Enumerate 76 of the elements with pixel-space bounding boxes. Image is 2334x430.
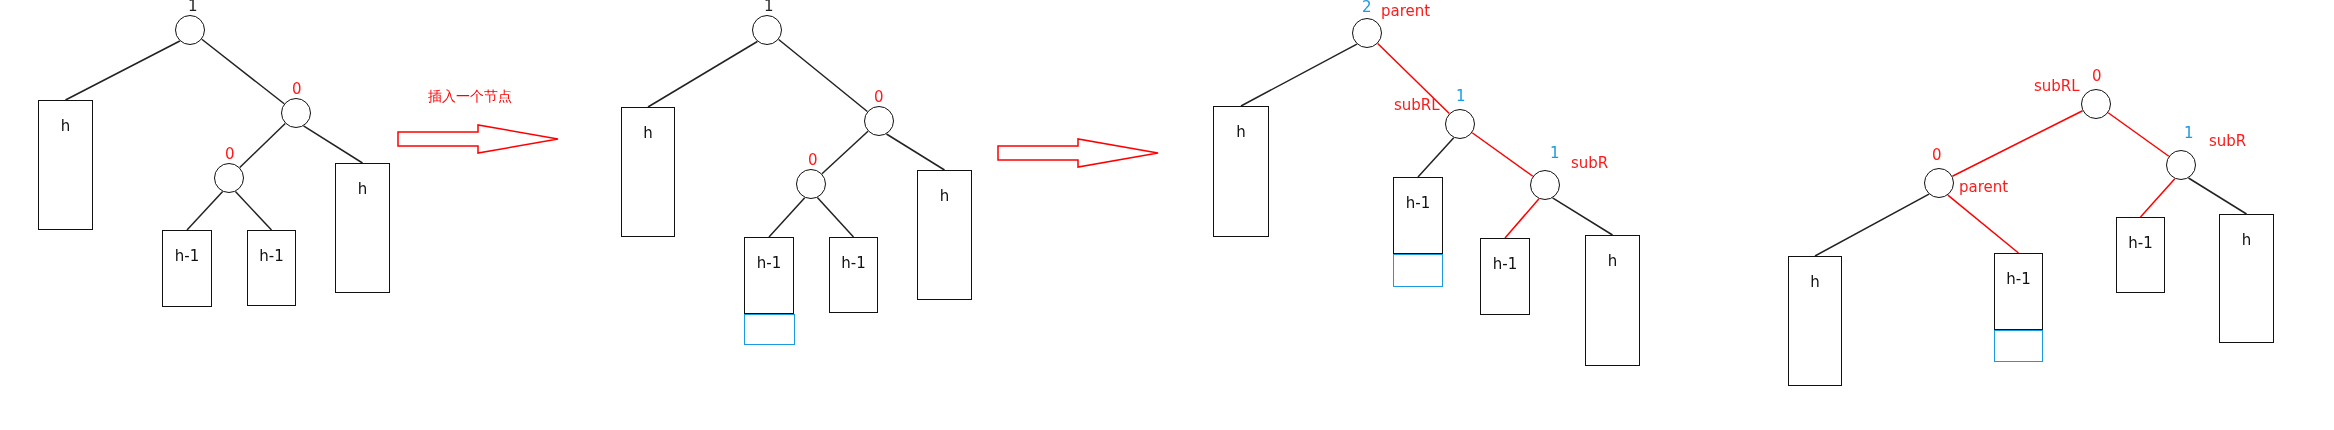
balance-factor: 1 (188, 0, 198, 15)
tree-node-circle (864, 106, 894, 136)
tree-node-circle (1352, 18, 1382, 48)
subtree-box: h (917, 170, 972, 300)
balance-factor: 0 (2092, 68, 2102, 85)
subtree-box: h-1 (1994, 253, 2043, 330)
balance-factor: 0 (874, 89, 884, 106)
subtree-box: h-1 (2116, 217, 2165, 293)
tree-edge (1814, 193, 1930, 257)
tree-edge (64, 40, 181, 101)
pointer-label: subRL (2034, 78, 2080, 95)
tree-edge (768, 196, 806, 238)
subtree-box: h-1 (1480, 238, 1530, 315)
subtree-box: h (2219, 214, 2274, 343)
tree-edge (302, 125, 364, 164)
tree-edge (1551, 197, 1614, 236)
tree-node-circle (214, 163, 244, 193)
inserted-node-box (1393, 254, 1443, 287)
tree-edge (885, 133, 946, 171)
pointer-label: parent (1381, 3, 1431, 20)
subtree-box: h (1585, 235, 1640, 366)
tree-edge (816, 196, 855, 238)
tree-node-circle (2081, 89, 2111, 119)
balance-factor: 2 (1362, 0, 1372, 16)
balance-factor: 1 (1550, 145, 1560, 162)
subtree-box: h (335, 163, 390, 293)
subtree-box: h (1788, 256, 1842, 386)
subtree-box: h (38, 100, 93, 230)
tree-edge (2107, 112, 2170, 157)
subtree-box: h (621, 107, 675, 237)
subtree-box: h-1 (1393, 177, 1443, 254)
tree-node-circle (1924, 168, 1954, 198)
tree-edge (234, 190, 273, 231)
tree-edge (1951, 110, 2084, 177)
tree-edge (1376, 42, 1451, 115)
balance-factor: 1 (764, 0, 774, 15)
tree-node-circle (796, 169, 826, 199)
tree-edge (821, 130, 869, 175)
tree-edge (647, 40, 759, 108)
pointer-label: subRL (1394, 97, 1440, 114)
pointer-label: subR (1571, 155, 1609, 172)
balance-factor: 1 (1456, 88, 1466, 105)
tree-node-circle (2166, 150, 2196, 180)
tree-edge (2139, 177, 2176, 218)
tree-edge (239, 122, 286, 169)
pointer-label: subR (2209, 133, 2247, 150)
block-arrow (397, 124, 559, 154)
tree-edge (2187, 177, 2248, 215)
tree-edge (201, 38, 285, 105)
balance-factor: 0 (292, 81, 302, 98)
subtree-box: h-1 (829, 237, 878, 313)
subtree-box: h-1 (744, 237, 794, 314)
balance-factor: 0 (1932, 147, 1942, 164)
subtree-box: h-1 (247, 230, 296, 306)
tree-edge (777, 38, 869, 113)
inserted-node-box (744, 314, 795, 345)
tree-edge (1504, 198, 1540, 239)
tree-edge (1471, 132, 1534, 177)
tree-node-circle (175, 15, 205, 45)
tree-edge (1417, 136, 1455, 178)
pointer-label: parent (1959, 179, 2009, 196)
balance-factor: 1 (2184, 125, 2194, 142)
subtree-box: h-1 (162, 230, 212, 307)
block-arrow (997, 138, 1159, 168)
balance-factor: 0 (225, 146, 235, 163)
tree-edge (186, 190, 224, 231)
edge-label: 插入一个节点 (428, 88, 512, 105)
tree-node-circle (1530, 170, 1560, 200)
tree-node-circle (752, 15, 782, 45)
balance-factor: 0 (808, 152, 818, 169)
tree-node-circle (1445, 109, 1475, 139)
tree-node-circle (281, 98, 311, 128)
tree-edge (1240, 43, 1358, 107)
inserted-node-box (1994, 330, 2043, 362)
subtree-box: h (1213, 106, 1269, 237)
tree-edge (1947, 194, 2020, 254)
